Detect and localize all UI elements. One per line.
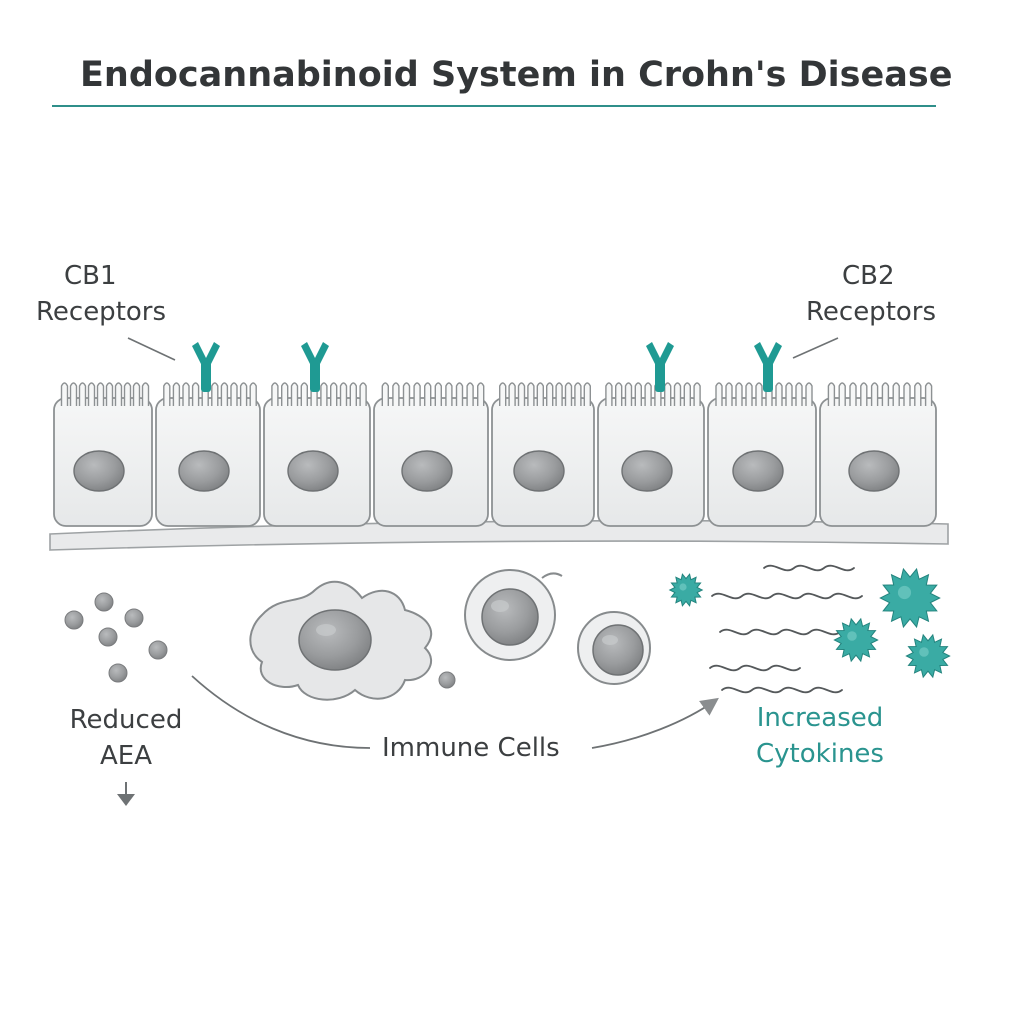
aea-label-line2: AEA	[100, 741, 152, 771]
epithelial-cell-layer	[53, 382, 937, 527]
cb2-label-line2: Receptors	[806, 297, 937, 327]
cytokine-particle	[879, 567, 941, 629]
cytokine-particle	[668, 573, 704, 607]
lymphocyte-cell-small	[577, 611, 651, 685]
cannabinoid-receptor	[192, 342, 220, 392]
cb1-label: CB1 Receptors	[36, 258, 166, 330]
epithelial-cell	[491, 382, 595, 527]
immune-cells-label: Immune Cells	[382, 733, 560, 763]
cb1-pointer-line	[127, 337, 176, 361]
cb2-label: CB2 Receptors	[806, 258, 936, 330]
cannabinoid-receptor	[301, 342, 329, 392]
epithelial-cell	[263, 382, 371, 527]
receptor-layer	[192, 342, 782, 392]
small-particle	[438, 671, 456, 689]
cytokines-label-line2: Cytokines	[756, 739, 884, 769]
page-title: Endocannabinoid System in Crohn's Diseas…	[80, 55, 953, 95]
aea-label-line1: Reduced	[69, 705, 183, 735]
arrow-down-icon	[117, 782, 135, 806]
cb2-label-line1: CB2	[842, 261, 895, 291]
epithelial-cell	[819, 382, 937, 527]
cytokines-label-line1: Increased	[756, 703, 884, 733]
epithelial-cell	[373, 382, 489, 527]
cytokine-particle	[833, 617, 879, 663]
cytokine-particles	[668, 567, 951, 679]
cytokine-signal-lines	[709, 564, 863, 694]
cb2-pointer-line	[792, 337, 839, 359]
cytokine-particle	[905, 633, 951, 679]
cb1-label-line1: CB1	[64, 261, 117, 291]
flow-arrow-right	[591, 697, 719, 749]
epithelial-cell	[597, 382, 705, 527]
cb1-label-line2: Receptors	[36, 297, 167, 327]
cannabinoid-receptor	[646, 342, 674, 392]
epithelial-cell	[707, 382, 817, 527]
macrophage-cell	[249, 580, 432, 701]
cannabinoid-receptor	[754, 342, 782, 392]
epithelial-cell	[155, 382, 261, 527]
title-underline	[52, 105, 936, 107]
epithelial-cell	[53, 382, 153, 527]
flow-arrow-left	[191, 675, 371, 749]
aea-molecules	[64, 592, 168, 683]
lymphocyte-cell-large	[464, 569, 563, 661]
cytokines-label: Increased Cytokines	[730, 700, 910, 772]
aea-label: Reduced AEA	[56, 702, 196, 774]
